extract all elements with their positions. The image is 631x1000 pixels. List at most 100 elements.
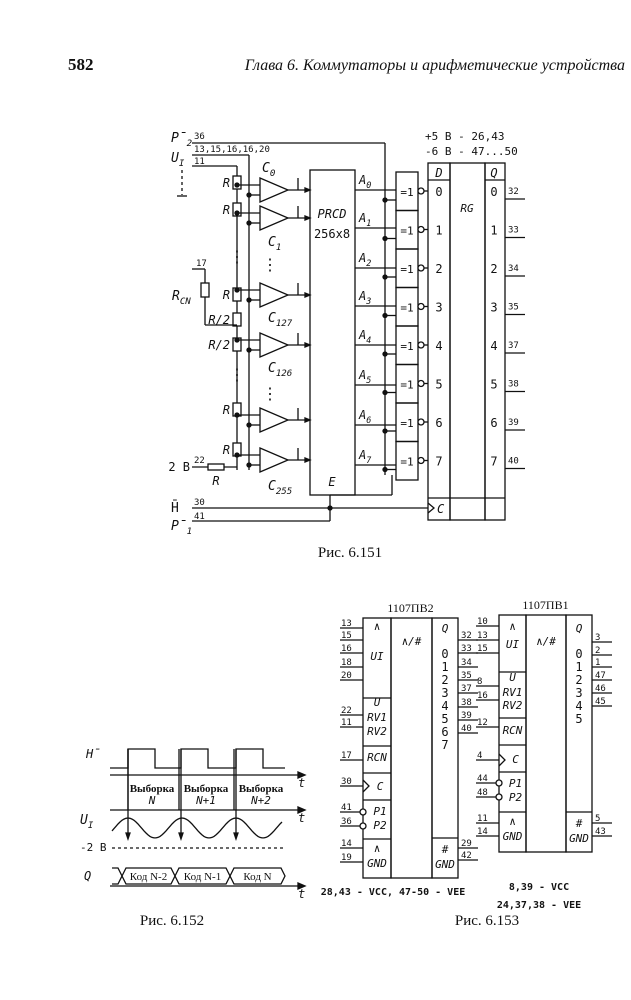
right-pin-number: 39 — [461, 711, 472, 721]
comparator-label: C1 — [268, 235, 281, 253]
p1-label-sub: 1 — [187, 527, 192, 537]
arrow — [233, 832, 239, 842]
q-label: Q — [442, 622, 449, 635]
sample-index: N+2 — [250, 794, 271, 807]
left-pin-number: 20 — [341, 671, 352, 681]
v2-label: 2 В — [168, 460, 190, 474]
left-label: ∧ — [509, 815, 516, 828]
right-pin-number: 5 — [595, 814, 600, 824]
h-label: H̄ — [171, 501, 179, 516]
input-resistor-label: R — [212, 474, 219, 488]
left-pin-number: 14 — [477, 827, 488, 837]
left-pin-number: 18 — [341, 658, 352, 668]
left-pin-number: 30 — [341, 777, 352, 787]
comparator-label-sub: 127 — [276, 319, 293, 329]
arrow — [178, 832, 184, 842]
reg-q-label: Q — [490, 166, 497, 180]
prcd-label: PRCD — [318, 207, 347, 221]
rcn-label-main: R — [172, 289, 180, 304]
junction-dot — [246, 297, 252, 303]
left-pin-number: 19 — [341, 853, 352, 863]
chip-right-col — [431, 617, 459, 879]
q-bit: 3 — [575, 686, 582, 700]
junction-dot — [234, 182, 240, 188]
page-number: 582 — [68, 55, 94, 74]
junction-dot — [234, 412, 240, 418]
inverter-bubble — [495, 779, 503, 787]
h-label: H̄ — [85, 747, 100, 761]
inverter-bubble — [417, 418, 425, 426]
output-a: A6 — [358, 408, 371, 425]
q-bit: 6 — [490, 416, 497, 430]
output-a-sub: 5 — [366, 375, 371, 385]
xor-label: =1 — [400, 263, 413, 276]
left-label: ∧ — [509, 620, 516, 633]
junction-dot — [234, 210, 240, 216]
resistor — [232, 312, 242, 327]
comparator-label-main: C — [268, 311, 276, 326]
gnd-label: GND — [569, 832, 589, 845]
arrow — [304, 187, 312, 193]
d-bit: 6 — [435, 416, 442, 430]
resistor-label: R — [223, 203, 230, 217]
left-pin-number: 15 — [477, 644, 488, 654]
left-label: RV2 — [503, 699, 523, 712]
comparator-label-main: C — [268, 235, 276, 250]
junction-dot — [382, 351, 388, 357]
chip-right-col — [565, 614, 593, 853]
reg-q-col — [484, 162, 506, 521]
chip-title: 1107ПВ1 — [522, 598, 568, 612]
resistor-label: R — [223, 288, 230, 302]
d-bit: 2 — [435, 262, 442, 276]
junction-dot — [382, 235, 388, 242]
d-bit: 4 — [435, 339, 442, 353]
comparator-label-sub: 255 — [276, 487, 292, 497]
right-pin-number: 47 — [595, 671, 606, 681]
left-label: U — [374, 696, 381, 709]
comparator-label-main: C — [268, 361, 276, 376]
comparator-label: C255 — [268, 479, 292, 497]
junction-dot — [382, 312, 388, 319]
ellipsis-dots: ⋮ — [229, 365, 245, 384]
left-pin-number: 12 — [477, 718, 488, 728]
power-5v: +5 В - 26,43 — [425, 130, 504, 143]
power-6v: -6 В - 47...50 — [425, 145, 518, 158]
right-pin-number: 40 — [461, 724, 472, 734]
output-a: A3 — [358, 289, 371, 306]
p2-label-sub: 2 — [187, 139, 192, 149]
output-a-main: A — [358, 328, 366, 342]
output-a-sub: 7 — [366, 455, 371, 465]
pin-22: 22 — [194, 456, 205, 466]
figure-6-153: 1107ПВ2131516182022111730413614193233343… — [321, 598, 612, 911]
output-a: A7 — [358, 448, 371, 465]
pin-30: 30 — [194, 498, 205, 508]
code-label: Код N-1 — [184, 871, 221, 883]
arrow — [304, 457, 312, 463]
code-slot — [229, 867, 286, 885]
junction-dot — [246, 220, 252, 226]
out-pin: 40 — [508, 457, 519, 467]
left-pin-number: 15 — [341, 631, 352, 641]
p2-label: P̄2 — [171, 131, 192, 149]
sample-label: Выборка — [239, 783, 284, 795]
left-pin-number: 16 — [341, 644, 352, 654]
q-label: Q — [576, 622, 583, 635]
enable-label: E — [328, 475, 336, 489]
d-bit: 3 — [435, 301, 442, 315]
comparator-label-sub: 1 — [276, 243, 281, 253]
arrow — [304, 342, 312, 348]
left-label: P2 — [509, 791, 523, 804]
output-a-sub: 1 — [366, 218, 371, 228]
left-pin-number: 14 — [341, 839, 352, 849]
xor-label: =1 — [400, 225, 413, 238]
output-a-main: A — [358, 368, 366, 382]
comparator-label-main: C — [262, 161, 270, 176]
code-label: Код N — [243, 871, 271, 883]
output-a-sub: 0 — [366, 180, 371, 190]
p1-label-main: P̄ — [171, 519, 187, 534]
q-label: Q — [84, 869, 91, 883]
comparator-label-sub: 126 — [276, 369, 293, 379]
left-pin-number: 8 — [477, 677, 482, 687]
left-pin-number: 41 — [341, 803, 352, 813]
